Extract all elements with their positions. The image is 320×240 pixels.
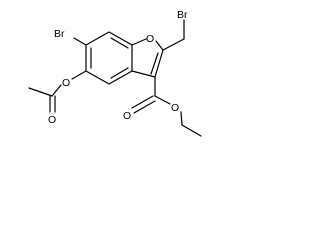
bond-o-acyl xyxy=(51,84,62,97)
bond-c3a-c4 xyxy=(108,70,133,85)
bond-c2-c3 xyxy=(154,49,164,78)
bond-ester-o xyxy=(154,95,171,105)
atom-br-methyl: Br xyxy=(177,9,188,21)
atom-o-ester-carbonyl: O xyxy=(123,110,131,122)
atom-o-ester: O xyxy=(171,102,179,114)
atom-o-furan: O xyxy=(146,33,154,45)
bond-ester-carbonyl-b xyxy=(133,100,156,114)
bond-o1-c2 xyxy=(155,40,164,51)
bond-c6-c7 xyxy=(85,31,110,46)
bond-c5-o xyxy=(71,70,87,80)
bond-ethyl-methyl xyxy=(181,124,202,137)
bond-c4-c5 xyxy=(85,70,110,85)
atom-o-acetoxy: O xyxy=(62,77,70,89)
bond-c7-c7a xyxy=(108,31,133,46)
bond-c2-ch2 xyxy=(162,38,185,51)
bond-c7a-o1 xyxy=(131,38,147,46)
atom-br-ring: Br xyxy=(54,28,65,40)
bond-c6-br xyxy=(73,37,87,46)
bond-ester-carbonyl-a xyxy=(131,95,154,109)
bond-acyl-methyl xyxy=(28,87,53,97)
bond-c3a-c4-inner xyxy=(110,67,129,79)
atom-o-acetyl-carbonyl: O xyxy=(48,114,56,126)
bonds xyxy=(28,19,202,137)
bond-c2-c3-inner xyxy=(150,52,159,75)
atom-labels: Br Br O O O O O xyxy=(48,9,188,126)
bond-c7-c7a-inner xyxy=(110,37,129,49)
bond-c3-c3a xyxy=(131,70,156,78)
benzofuran-structure: Br Br O O O O O xyxy=(28,9,202,137)
bond-o-ethyl xyxy=(180,111,183,126)
